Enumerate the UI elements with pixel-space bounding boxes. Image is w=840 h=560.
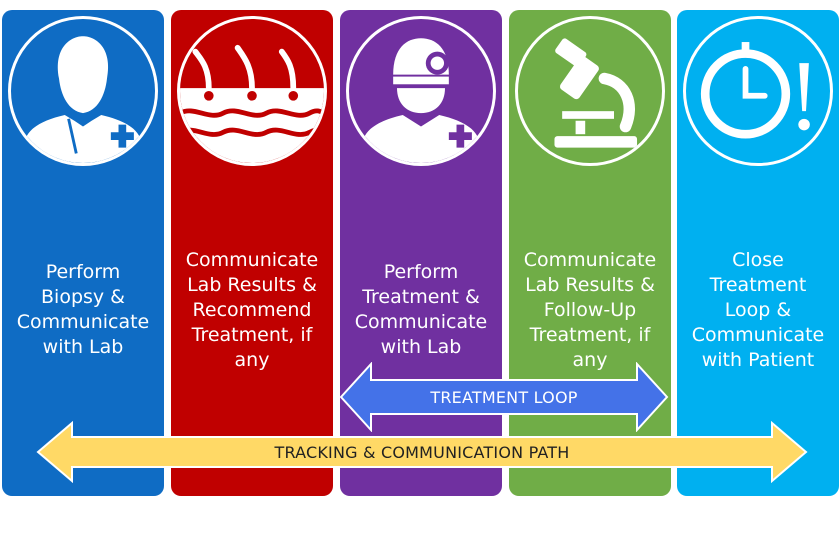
icon-circle [346, 16, 496, 166]
icon-circle [8, 16, 158, 166]
step-label: Communicate Lab Results & Follow-Up Trea… [523, 248, 657, 371]
icon-circle [683, 16, 833, 166]
step-panel-biopsy: Perform Biopsy & Communicate with Lab [2, 10, 164, 496]
treatment-loop-label: TREATMENT LOOP [430, 387, 578, 407]
step-label: Perform Treatment & Communicate with Lab [354, 261, 488, 358]
icon-circle [177, 16, 327, 166]
microscope-icon [554, 38, 638, 148]
double-arrow-icon [36, 421, 808, 483]
doctor-female-icon [24, 36, 142, 163]
tracking-path-arrow: TRACKING & COMMUNICATION PATH [36, 421, 808, 483]
double-arrow-icon [339, 362, 669, 432]
step-label: Close Treatment Loop & Communicate with … [691, 248, 825, 371]
treatment-loop-arrow: TREATMENT LOOP [339, 362, 669, 432]
clock-alert-icon [700, 42, 810, 139]
step-panel-lab-results: Communicate Lab Results & Recommend Trea… [171, 10, 333, 496]
surgeon-icon [362, 38, 480, 163]
skin-layers-icon [180, 44, 324, 163]
icon-circle [515, 16, 665, 166]
tracking-path-label: TRACKING & COMMUNICATION PATH [274, 442, 570, 462]
step-panel-close-loop: Close Treatment Loop & Communicate with … [677, 10, 839, 496]
step-label: Perform Biopsy & Communicate with Lab [16, 261, 150, 358]
step-label: Communicate Lab Results & Recommend Trea… [185, 248, 319, 371]
